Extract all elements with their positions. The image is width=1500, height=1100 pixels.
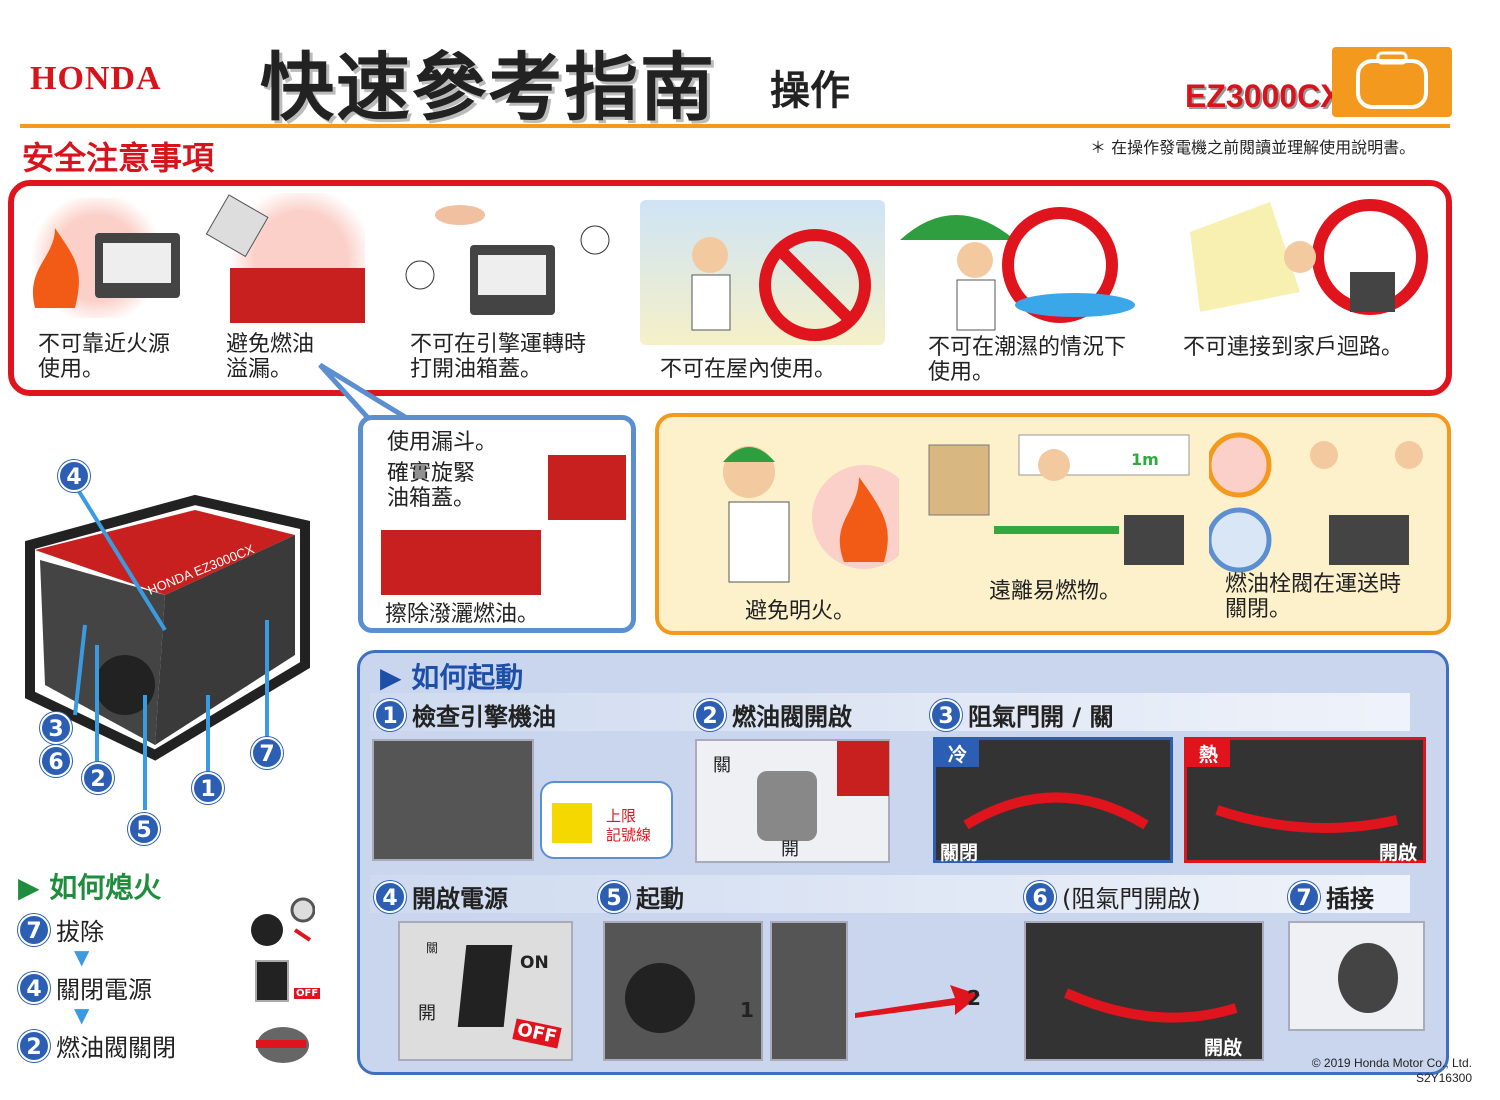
open-fuel-cap-illustration bbox=[390, 195, 620, 325]
choke-hot-illustration: 熱 開啟 bbox=[1184, 737, 1426, 864]
callout-1: 1 bbox=[192, 772, 224, 804]
play-icon: ▶ bbox=[18, 871, 50, 904]
start-step-6: 6(阻氣門開啟) bbox=[1024, 879, 1201, 914]
wet-warning-illustration bbox=[895, 195, 1145, 335]
funnel-illustration bbox=[548, 455, 626, 520]
no-flame-illustration bbox=[689, 432, 916, 592]
choke-open-illustration: 開啟 bbox=[1024, 921, 1264, 1061]
warning-caption-indoor: 不可在屋內使用。 bbox=[660, 357, 837, 382]
fuel-valve-icon bbox=[248, 1020, 313, 1070]
footer: © 2019 Honda Motor Co., Ltd.S2Y16300 bbox=[1311, 1056, 1472, 1085]
flammables-distance-illustration bbox=[924, 425, 1194, 575]
choke-cold-illustration: 冷 關閉 bbox=[933, 737, 1173, 864]
down-arrow-icon: ▼ bbox=[74, 945, 90, 969]
play-icon: ▶ bbox=[380, 661, 412, 694]
step-band-arrow bbox=[370, 693, 1410, 731]
fuel-spill-illustration bbox=[205, 193, 365, 323]
stop-heading: ▶ 如何熄火 bbox=[18, 871, 162, 904]
warning-caption-fuel-spill: 避免燃油溢漏。 bbox=[226, 332, 315, 382]
callout-3: 3 bbox=[40, 712, 72, 744]
page-title: 快速參考指南 bbox=[260, 45, 716, 131]
callout-4: 4 bbox=[58, 460, 90, 492]
warning-caption-fire: 不可靠近火源使用。 bbox=[38, 332, 171, 382]
household-circuit-warning-illustration bbox=[1170, 192, 1430, 332]
fire-safety-panel: 避免明火。 1m 遠離易燃物。 燃油栓閥在運送時關閉。 bbox=[655, 413, 1451, 635]
page-subtitle: 操作 bbox=[770, 68, 850, 114]
callout-2: 2 bbox=[82, 762, 114, 794]
plug-icon bbox=[245, 895, 316, 950]
fuel-valve-open-illustration: 關 開 bbox=[695, 739, 890, 863]
down-arrow-icon: ▼ bbox=[74, 1003, 90, 1027]
callout-5: 5 bbox=[128, 813, 160, 845]
recoil-start-step-b bbox=[770, 921, 848, 1061]
manual-note: ＊ 在操作發電機之前閱讀並理解使用說明書。 bbox=[1090, 138, 1416, 157]
recoil-start-step-a bbox=[603, 921, 763, 1061]
fuel-tips-callout: 使用漏斗。確實旋緊油箱蓋。 擦除潑灑燃油。 bbox=[358, 415, 636, 633]
warning-caption-household: 不可連接到家戶迴路。 bbox=[1183, 335, 1404, 360]
warning-caption-fuel-cap: 不可在引擎運轉時打開油箱蓋。 bbox=[410, 332, 587, 382]
safety-heading: 安全注意事項 bbox=[22, 139, 215, 177]
step-band-arrow bbox=[370, 875, 1410, 913]
safety-warnings-panel bbox=[8, 180, 1452, 396]
fire-warning-illustration bbox=[25, 198, 185, 318]
warning-caption-wet: 不可在潮濕的情況下使用。 bbox=[928, 335, 1127, 385]
generator-icon bbox=[1332, 47, 1452, 117]
model-name: EZ3000CX bbox=[1185, 78, 1342, 114]
start-heading: 如何起動 bbox=[411, 661, 524, 694]
wipe-spill-illustration bbox=[381, 530, 541, 595]
honda-logo: HONDA bbox=[30, 60, 162, 97]
fuel-valve-transport-illustration bbox=[1206, 425, 1444, 575]
power-switch-illustration: 關 開 ON OFF bbox=[398, 921, 573, 1061]
callout-7: 7 bbox=[251, 737, 283, 769]
indoor-warning-illustration bbox=[640, 200, 885, 345]
switch-off-icon: OFF bbox=[240, 960, 321, 1005]
pull-arrow-icon bbox=[855, 985, 980, 1018]
header-divider bbox=[20, 124, 1450, 128]
plug-in-illustration bbox=[1288, 921, 1425, 1031]
callout-6: 6 bbox=[40, 745, 72, 777]
oil-level-callout: 上限記號線 bbox=[540, 781, 673, 859]
oil-check-illustration bbox=[372, 739, 534, 861]
generator-diagram: HONDA EZ3000CX bbox=[15, 455, 325, 845]
